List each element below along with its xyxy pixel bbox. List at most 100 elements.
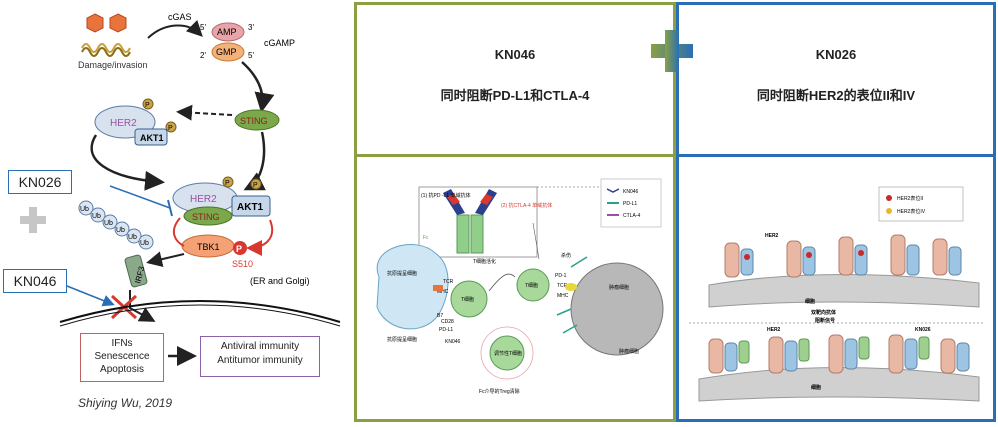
immunity-antiviral: Antiviral immunity <box>220 341 300 352</box>
kn046-svg: (1) 抗PD -L1 单域抗体 (2) 抗CTLA-4 单域抗体 Fc KN0… <box>376 178 664 395</box>
svg-text:GMP: GMP <box>216 47 237 57</box>
effect-ifns: IFNs <box>111 338 133 349</box>
treg-cell <box>489 335 525 371</box>
cgamp-to-sting-arrow <box>241 61 275 113</box>
legend-epitope-iv: HER2表位IV <box>897 208 926 215</box>
cgas-arrow <box>147 19 203 39</box>
kn026-label: KN026 <box>18 174 62 190</box>
box-left-text: (1) 抗PD -L1 单域抗体 <box>421 192 470 199</box>
kn046-label-box: KN046 <box>3 269 67 293</box>
pathway-diagram: Damage/invasion cGAS AMP GMP 5' 3' 2' 5'… <box>0 0 352 422</box>
svg-text:CD28: CD28 <box>441 319 454 325</box>
svg-text:STING: STING <box>192 212 220 222</box>
immunity-antitumor: Antitumor immunity <box>217 355 303 366</box>
legend-epitope-ii: HER2表位II <box>897 195 923 202</box>
activated-t-cell <box>516 268 550 302</box>
svg-text:Ub: Ub <box>116 227 125 234</box>
svg-text:细胞: 细胞 <box>805 298 815 305</box>
svg-text:阻断信号: 阻断信号 <box>815 317 835 324</box>
svg-text:PD-L1: PD-L1 <box>439 327 453 333</box>
kn026-label-box: KN026 <box>8 170 72 194</box>
svg-text:肿瘤细胞: 肿瘤细胞 <box>609 284 629 291</box>
kn046-connector <box>61 283 115 307</box>
svg-text:3': 3' <box>248 23 254 32</box>
apc-label: 抗原提呈细胞 <box>387 270 417 277</box>
t-cell <box>450 280 488 318</box>
svg-text:HER2: HER2 <box>767 327 781 333</box>
svg-text:IRF3: IRF3 <box>133 265 146 285</box>
effects-box: IFNs Senescence Apoptosis <box>80 333 164 382</box>
svg-text:5': 5' <box>248 51 254 60</box>
svg-text:HER2: HER2 <box>190 194 217 205</box>
svg-text:P: P <box>253 182 258 189</box>
irf3: IRF3 <box>124 254 148 288</box>
svg-text:P: P <box>145 102 150 109</box>
effect-apoptosis: Apoptosis <box>100 364 144 375</box>
svg-text:双靶向抗体: 双靶向抗体 <box>811 309 837 316</box>
damage-label: Damage/invasion <box>78 60 148 70</box>
svg-text:HER2: HER2 <box>765 233 779 239</box>
svg-text:PD-1: PD-1 <box>555 273 567 279</box>
dashed-arrow <box>176 104 233 121</box>
svg-text:STING: STING <box>240 116 268 126</box>
irf3-to-nucleus-arrow <box>129 290 156 322</box>
effect-senescence: Senescence <box>94 351 150 362</box>
apc-cell <box>376 244 449 330</box>
kn046-title: KN046 <box>494 47 536 62</box>
svg-text:AKT1: AKT1 <box>237 202 264 213</box>
her2-to-complex-arrow <box>90 134 165 191</box>
her2-akt1-top: HER2 AKT1 P P <box>94 98 177 146</box>
svg-text:HER2: HER2 <box>110 118 137 129</box>
svg-text:TCR: TCR <box>557 283 568 289</box>
svg-text:B7: B7 <box>437 313 443 319</box>
svg-text:5': 5' <box>200 23 206 32</box>
legend-kn046: KN046 <box>623 189 639 195</box>
ubiquitin-chain: Ub Ub Ub Ub Ub Ub <box>78 200 154 250</box>
svg-text:T细胞活化: T细胞活化 <box>473 258 496 265</box>
kn046-header-panel: KN046 同时阻断PD-L1和CTLA-4 <box>354 2 676 158</box>
tbk1-to-irf3-arrow <box>146 251 185 268</box>
immunity-box: Antiviral immunity Antitumor immunity <box>200 336 320 377</box>
kn026-connector <box>109 185 171 209</box>
svg-text:MHC: MHC <box>557 293 569 299</box>
tumor-cell <box>570 262 664 356</box>
plus-icon <box>20 207 46 233</box>
kn026-svg: HER2表位II HER2表位IV HER2 细胞 双靶向抗体 阻断信号 HER… <box>689 186 983 402</box>
svg-text:AMP: AMP <box>217 27 237 37</box>
svg-text:细胞: 细胞 <box>811 384 821 391</box>
svg-text:Ub: Ub <box>92 213 101 220</box>
sting-top: STING <box>234 109 280 131</box>
kn026-diagram-panel: HER2表位II HER2表位IV HER2 细胞 双靶向抗体 阻断信号 HER… <box>676 154 996 422</box>
kn046-label: KN046 <box>13 273 57 289</box>
cgamp-label: cGAMP <box>264 38 295 48</box>
kn046-diagram-panel: (1) 抗PD -L1 单域抗体 (2) 抗CTLA-4 单域抗体 Fc KN0… <box>354 154 676 422</box>
svg-text:KN046: KN046 <box>445 339 461 345</box>
her2-kn026-complex <box>708 334 970 374</box>
red-inhibit <box>172 217 185 247</box>
svg-text:T细胞: T细胞 <box>525 282 538 289</box>
citation: Shiying Wu, 2019 <box>78 396 173 410</box>
svg-text:TCR: TCR <box>443 279 454 285</box>
kn026-header-panel: KN026 同时阻断HER2的表位II和IV <box>676 2 996 158</box>
apc-bottom-label: 抗原提呈细胞 <box>387 336 417 343</box>
svg-text:T细胞: T细胞 <box>461 296 474 303</box>
er-golgi-label: (ER and Golgi) <box>250 276 310 286</box>
kn046-subtitle: 同时阻断PD-L1和CTLA-4 <box>440 88 590 103</box>
svg-text:P: P <box>236 244 242 254</box>
svg-text:杀伤: 杀伤 <box>561 252 571 259</box>
cell-membrane-top <box>708 273 980 308</box>
svg-text:TBK1: TBK1 <box>197 242 220 252</box>
svg-text:AKT1: AKT1 <box>140 133 164 143</box>
kn026-title: KN026 <box>815 47 857 62</box>
svg-text:Ub: Ub <box>80 206 89 213</box>
fc-label: Fc <box>423 235 429 241</box>
kn026-subtitle: 同时阻断HER2的表位II和IV <box>756 88 916 103</box>
antibody-icon <box>443 189 497 254</box>
plus-cross-icon <box>651 30 693 72</box>
svg-text:S510: S510 <box>232 259 253 269</box>
pathway-svg: Damage/invasion cGAS AMP GMP 5' 3' 2' 5'… <box>20 12 341 366</box>
fc-treg-label: Fc介导的Treg清除 <box>479 388 520 395</box>
svg-text:Ub: Ub <box>104 220 113 227</box>
svg-text:肿瘤细胞: 肿瘤细胞 <box>619 348 639 355</box>
svg-text:调节性T细胞: 调节性T细胞 <box>494 350 522 357</box>
